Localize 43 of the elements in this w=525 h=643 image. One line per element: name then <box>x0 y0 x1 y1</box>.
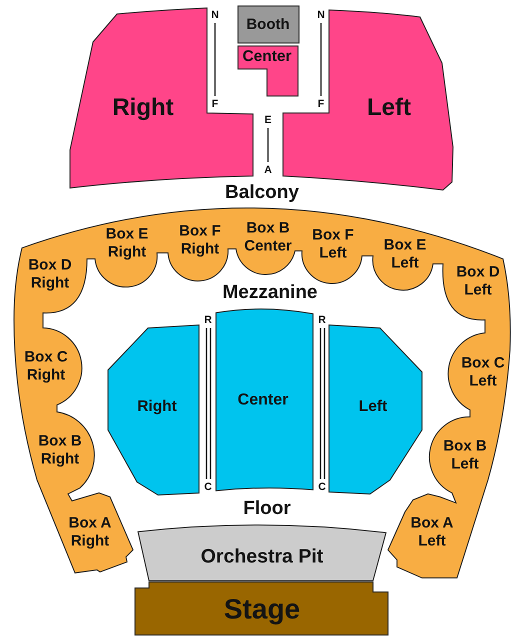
booth-area <box>237 5 300 44</box>
section-label: Box B Left <box>442 437 488 473</box>
pit-label: Orchestra Pit <box>200 545 324 568</box>
section-label: Box E Left <box>383 236 427 272</box>
section-label: Box B Center <box>244 219 292 255</box>
section-label: Box A Left <box>410 514 454 550</box>
section-label: Box A Right <box>68 514 112 550</box>
box-seating-band <box>13 207 512 579</box>
section-label: Box D Left <box>456 263 500 299</box>
stage-area <box>134 581 389 636</box>
seating-section <box>328 324 423 495</box>
booth-label: Booth <box>246 16 290 34</box>
orchestra-pit <box>137 524 387 582</box>
row-label: N <box>210 8 220 22</box>
section-label: Box C Left <box>460 354 506 390</box>
seating-section <box>107 324 200 496</box>
row-label: N <box>316 8 326 22</box>
stage-label: Stage <box>223 592 301 626</box>
section-label: Box C Right <box>24 348 68 384</box>
row-label: R <box>318 314 326 326</box>
level-label: Balcony <box>224 182 300 204</box>
section-label: Right <box>136 398 178 416</box>
row-label: R <box>204 314 212 326</box>
seating-section <box>215 308 314 492</box>
row-label: E <box>264 114 272 126</box>
level-label: Mezzanine <box>222 282 318 304</box>
row-label: C <box>204 480 212 494</box>
section-label: Right <box>112 94 174 122</box>
row-label: F <box>211 98 219 110</box>
seating-section <box>237 45 299 97</box>
section-label: Box D Right <box>28 256 72 292</box>
row-label: A <box>264 164 272 176</box>
section-label: Center <box>237 392 289 410</box>
section-label: Left <box>358 398 388 416</box>
level-label: Floor <box>242 498 292 520</box>
section-label: Box E Right <box>105 225 149 261</box>
section-label: Center <box>242 48 292 66</box>
section-label: Box B Right <box>38 432 82 468</box>
row-label: F <box>317 98 325 110</box>
section-label: Box F Left <box>312 226 354 262</box>
section-label: Left <box>366 94 412 122</box>
row-label: C <box>318 480 326 494</box>
section-label: Box F Right <box>178 222 222 258</box>
